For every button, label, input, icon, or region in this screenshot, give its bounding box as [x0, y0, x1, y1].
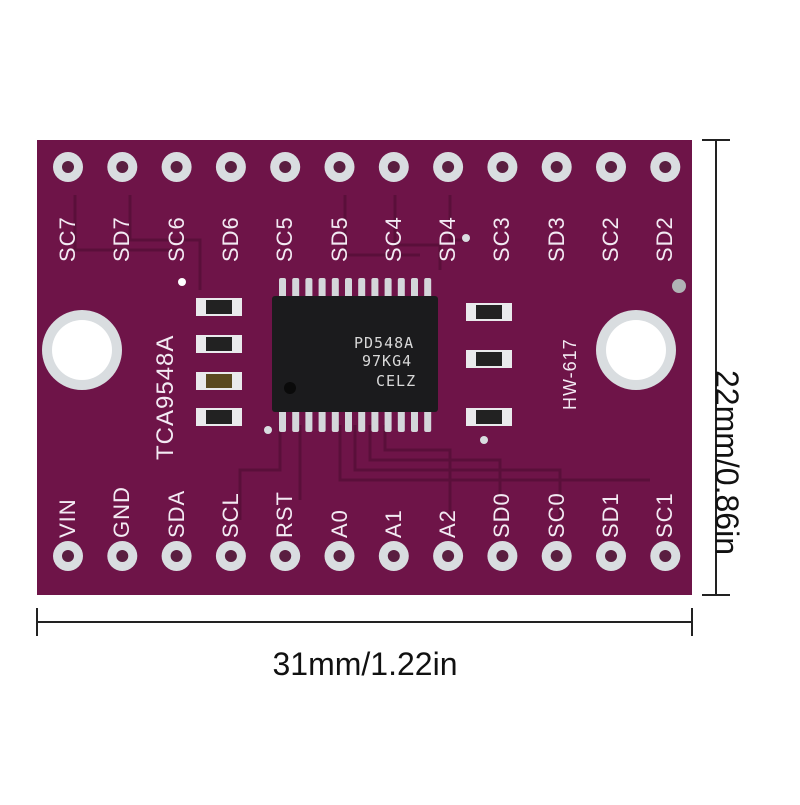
bottom-pin-label-sc0: SC0: [543, 492, 569, 538]
chip-marking-line-2: 97KG4: [362, 352, 413, 370]
model-label: HW-617: [560, 338, 580, 410]
pin-pads-bottom: [53, 541, 681, 571]
bottom-pin-label-a0: A0: [326, 509, 352, 538]
height-dimension-label: 22mm/0.86in: [709, 370, 745, 555]
fiducial: [672, 279, 686, 293]
chip-marking-line-1: PD548A: [354, 334, 415, 352]
dimension-lines: [36, 139, 730, 636]
ic-pins: [279, 278, 432, 432]
top-pin-label-sd4: SD4: [435, 216, 461, 262]
top-pin-label-sc2: SC2: [598, 216, 623, 262]
top-pin-label-sd3: SD3: [543, 216, 569, 262]
chip-marking-line-3: CELZ: [376, 372, 417, 390]
bottom-pin-label-gnd: GND: [109, 486, 135, 538]
top-pin-label-sc6: SC6: [163, 216, 189, 262]
ic-chip: [272, 296, 438, 412]
width-dimension-label: 31mm/1.22in: [272, 646, 458, 682]
smd-components-right: [466, 303, 512, 426]
top-pin-label-sd2: SD2: [652, 216, 678, 262]
chip-name-label: TCA9548A: [152, 334, 179, 460]
pcb-traces: [73, 195, 650, 520]
top-pin-label-sd7: SD7: [109, 216, 135, 262]
pin-pads-top: [53, 152, 681, 182]
bottom-pin-label-sc1: SC1: [652, 492, 678, 538]
top-pin-label-sd6: SD6: [217, 216, 243, 262]
bottom-pin-label-a1: A1: [380, 509, 406, 538]
top-pin-label-sc4: SC4: [380, 216, 406, 262]
top-pin-label-sc5: SC5: [272, 216, 298, 262]
bottom-pin-label-rst: RST: [272, 491, 298, 538]
bottom-pin-label-a2: A2: [435, 509, 461, 538]
top-pin-label-sc3: SC3: [489, 216, 515, 262]
bottom-pin-label-vin: VIN: [55, 498, 80, 538]
bottom-pin-label-scl: SCL: [217, 492, 243, 538]
top-pin-label-sc7: SC7: [55, 216, 80, 262]
top-pin-label-sd5: SD5: [326, 216, 352, 262]
bottom-pin-label-sd0: SD0: [489, 492, 515, 538]
bottom-pin-label-sda: SDA: [163, 489, 189, 538]
smd-components-left: [196, 298, 242, 426]
bottom-pin-label-sd1: SD1: [598, 492, 623, 538]
